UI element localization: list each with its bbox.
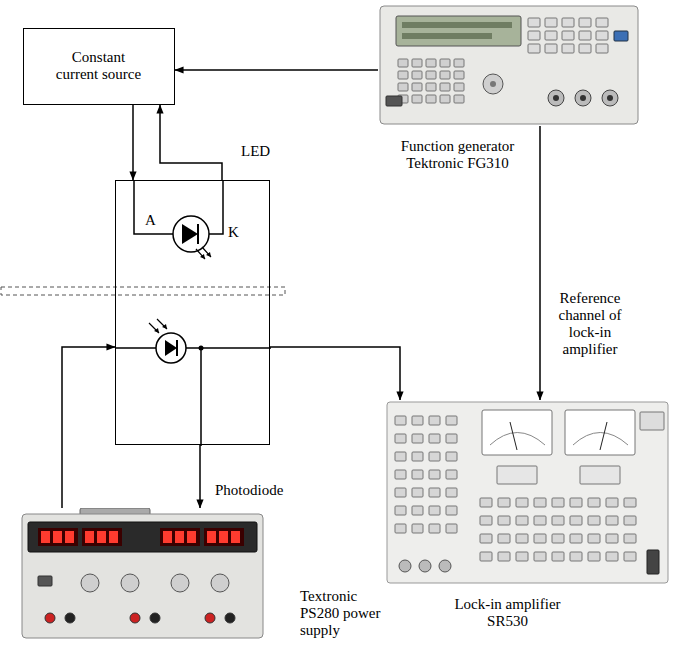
wire-arrow [132, 105, 134, 180]
function-generator: Function generator Tektronic FG310 [378, 4, 640, 126]
wire-arrow [539, 126, 541, 400]
pin-name: K [228, 224, 239, 241]
node-label: Lock-in amplifier SR530 [445, 596, 570, 630]
node-label: Textronic PS280 power supply [300, 588, 395, 639]
power-supply-drawing [20, 508, 265, 640]
function-generator-drawing [378, 4, 640, 126]
led-housing: LED [115, 180, 270, 445]
pin-name: A [145, 212, 156, 229]
lock-in-amplifier: Lock-in amplifier SR530 [385, 400, 670, 585]
edge-label: Reference channel of lock-in amplifier [550, 290, 630, 358]
wire-arrow [270, 347, 400, 400]
wire-arrow [160, 105, 222, 180]
led-photodiode-symbols [116, 181, 271, 446]
component-label: Photodiode [215, 482, 283, 499]
dashed-band [1, 287, 285, 295]
node-label: LED [241, 143, 281, 160]
node-label: Constant current source [51, 49, 147, 83]
node-label: Function generator Tektronic FG310 [390, 138, 525, 172]
wire-arrow [62, 347, 115, 508]
lock-in-amplifier-drawing [385, 400, 670, 585]
power-supply: Textronic PS280 power supply [20, 508, 265, 640]
process-box: Constant current source [23, 28, 175, 105]
wire-arrow [199, 445, 201, 508]
wire-arrow [175, 69, 378, 71]
